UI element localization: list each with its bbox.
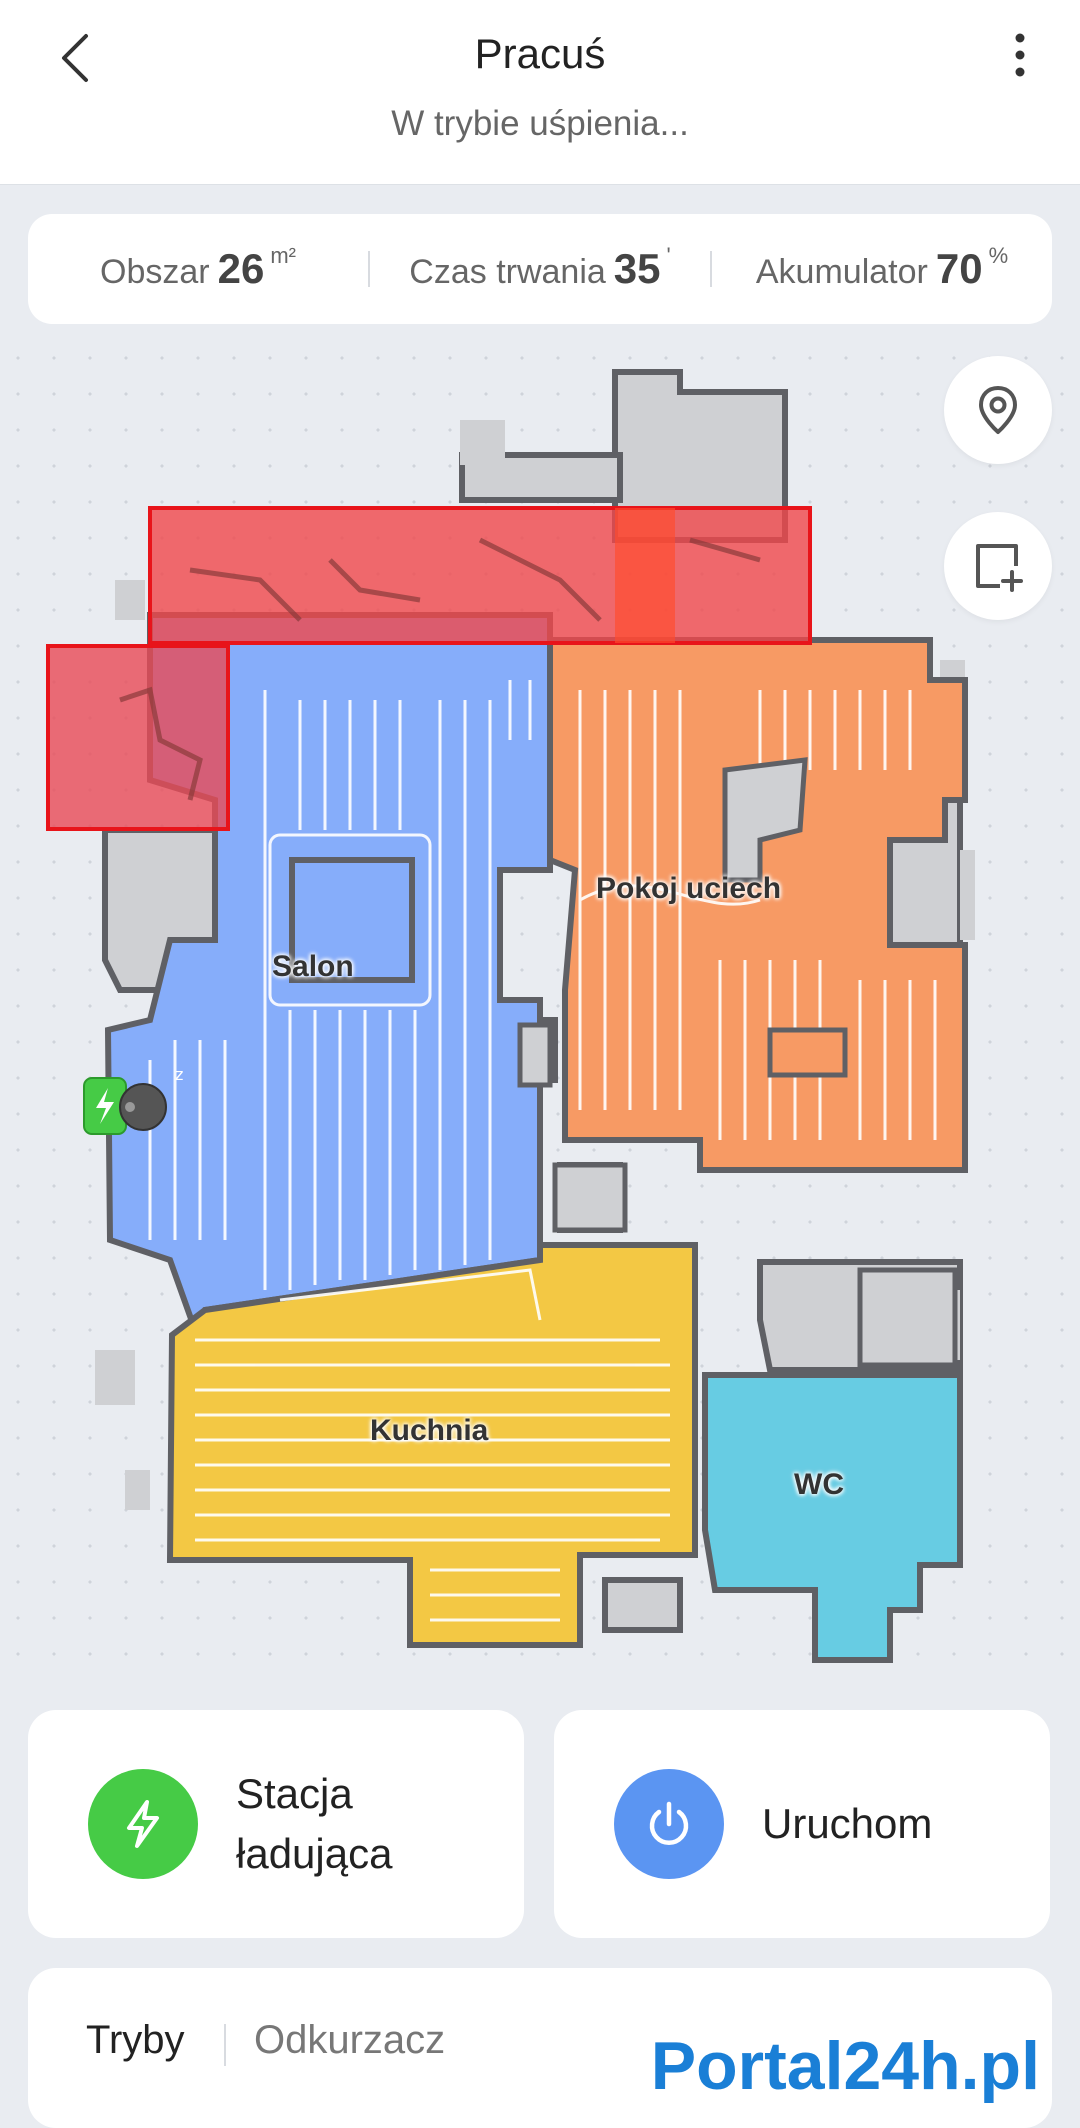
stat-divider <box>710 251 712 287</box>
chevron-left-icon <box>62 34 88 82</box>
room-label-wc: WC <box>794 1468 844 1501</box>
dock-icon-circle <box>88 1769 198 1879</box>
room-label-kuchnia: Kuchnia <box>370 1414 489 1447</box>
add-zone-icon <box>976 544 1023 592</box>
back-button[interactable] <box>52 28 112 88</box>
dock-button[interactable]: Stacja ładująca <box>28 1710 524 1938</box>
kuchnia-path <box>195 1268 670 1622</box>
start-label: Uruchom <box>762 1800 933 1847</box>
watermark: Portal24h.pl <box>650 2028 1040 2104</box>
cleaning-stats: Obszar 26 m² Czas trwania 35 ' Akumulato… <box>28 214 1052 324</box>
room-label-pokoj: Pokoj uciech <box>596 872 782 905</box>
more-vertical-icon <box>1015 33 1025 77</box>
pokoj-unexplored <box>722 757 808 883</box>
modes-label: Tryby <box>86 2018 185 2062</box>
add-zone-button[interactable] <box>944 512 1052 620</box>
battery-value: 70 <box>935 245 983 292</box>
location-pin-icon <box>979 386 1017 434</box>
no-go-walls <box>119 537 761 801</box>
svg-text:z: z <box>175 1065 183 1084</box>
duration-stat: Czas trwania 35 ' <box>370 243 710 293</box>
no-go-zone-top[interactable] <box>148 506 812 645</box>
power-icon <box>649 1801 689 1845</box>
duration-label: Czas trwania <box>409 253 606 291</box>
device-status: W trybie uśpienia... <box>391 104 689 143</box>
dock-label: Stacja ładująca <box>236 1770 393 1877</box>
salon-obstacle <box>289 857 415 983</box>
battery-unit: % <box>988 243 1009 268</box>
room-label-salon: Salon <box>272 950 354 983</box>
room-wc[interactable] <box>702 1372 963 1663</box>
locate-robot-button[interactable] <box>944 356 1052 464</box>
battery-stat: Akumulator 70 % <box>712 243 1052 293</box>
area-stat: Obszar 26 m² <box>28 243 368 293</box>
obstacles <box>517 1022 958 1368</box>
no-go-zone-left[interactable] <box>46 644 230 831</box>
pokoj-obstacle <box>767 1027 848 1078</box>
top-bar: Pracuś W trybie uśpienia... <box>0 0 1080 185</box>
floor-map: z <box>46 369 975 1663</box>
cleaning-map[interactable]: z Salon Pokoj uciech Kuchnia WC <box>0 340 1080 1680</box>
salon-path <box>148 680 532 1290</box>
lightning-icon <box>127 1800 159 1848</box>
start-button[interactable]: Uruchom <box>554 1710 1050 1938</box>
area-value: 26 <box>217 245 265 292</box>
device-title: Pracuś <box>474 30 606 77</box>
duration-value: 35 <box>613 245 661 292</box>
duration-unit: ' <box>666 243 671 268</box>
stat-divider <box>368 251 370 287</box>
room-kuchnia[interactable] <box>166 1242 698 1648</box>
no-go-overlap <box>615 508 675 643</box>
start-icon-circle <box>614 1769 724 1879</box>
dock-lightning-icon <box>96 1088 114 1124</box>
area-label: Obszar <box>100 253 210 291</box>
battery-label: Akumulator <box>755 253 928 291</box>
more-options-button[interactable] <box>990 28 1050 88</box>
area-unit: m² <box>270 243 296 268</box>
modes-divider <box>224 2024 226 2066</box>
robot-marker[interactable]: z <box>119 1065 183 1131</box>
modes-value[interactable]: Odkurzacz <box>254 2018 446 2062</box>
